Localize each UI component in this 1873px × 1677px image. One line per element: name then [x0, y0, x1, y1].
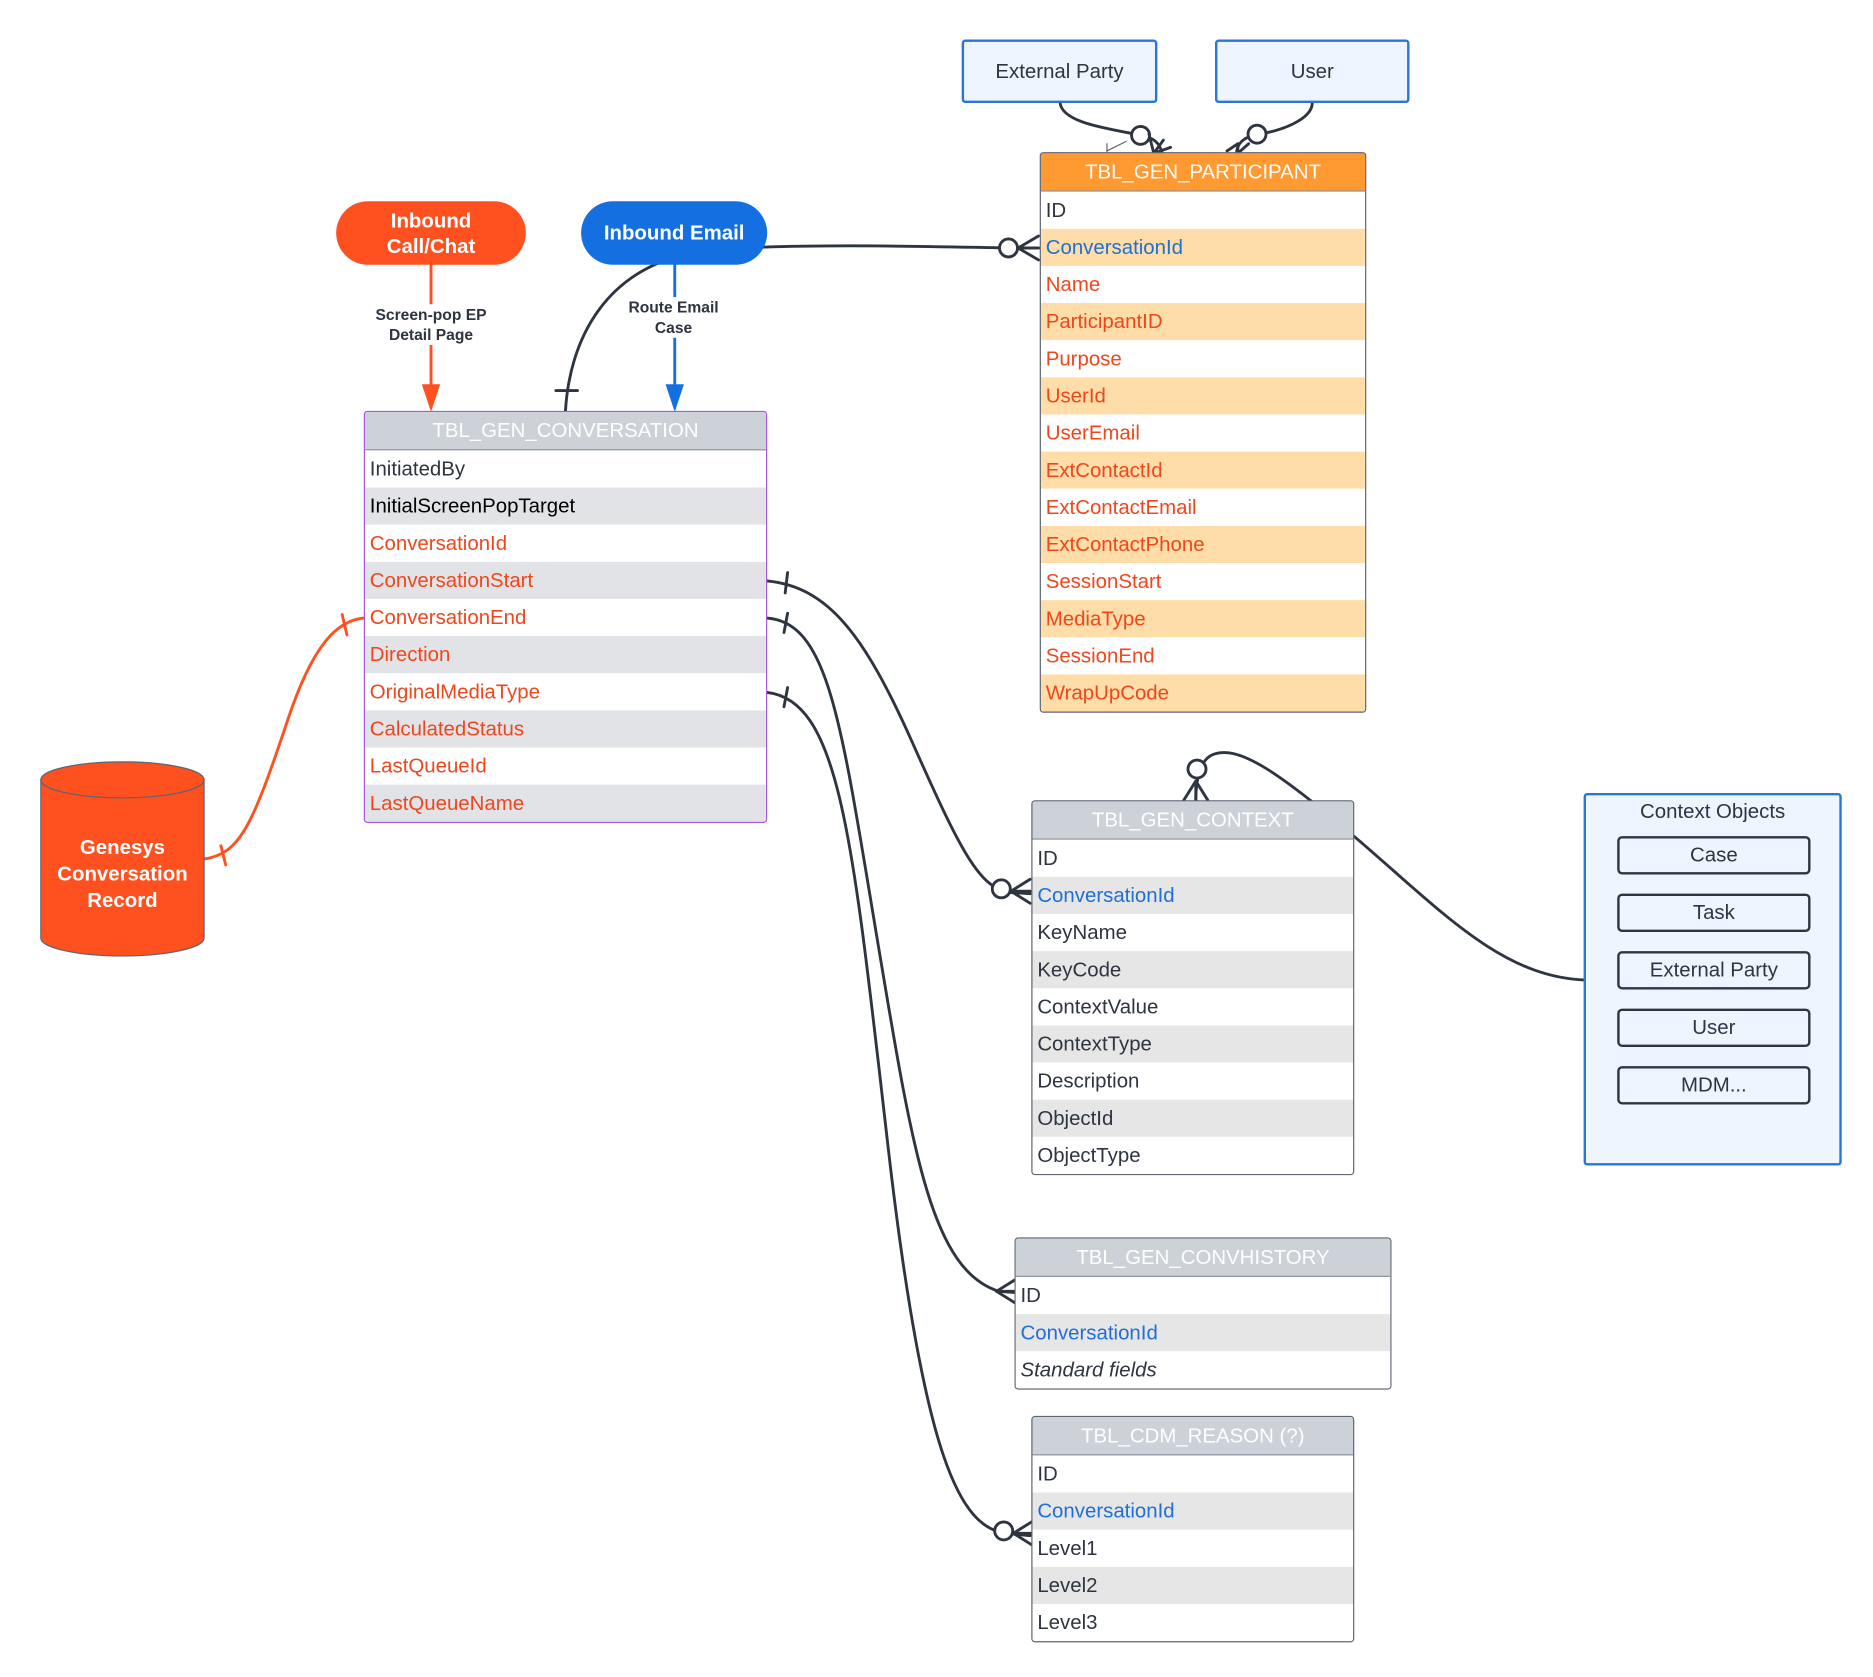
link-genesys-conversation-one-b — [340, 613, 349, 637]
genesys-cylinder — [40, 761, 205, 957]
inbound-email-label: Inbound Email — [603, 221, 745, 245]
link-inbound-email-conversation-arrow — [665, 384, 684, 412]
context-object-user[interactable]: User — [1617, 1008, 1811, 1047]
context-field-row: ConversationId — [1032, 876, 1354, 914]
link-conversation-convhistory-one — [782, 611, 790, 634]
reason-table-title: TBL_CDM_REASON (?) — [1032, 1417, 1354, 1456]
screen-pop-label: Screen-pop EP Detail Page — [363, 304, 499, 345]
conversation-field-row: InitialScreenPopTarget — [364, 487, 766, 525]
context-field-row: KeyCode — [1032, 951, 1354, 989]
convhistory-table-title: TBL_GEN_CONVHISTORY — [1015, 1238, 1391, 1277]
conversation-field-row: LastQueueId — [364, 747, 766, 785]
convhistory-field-row: ID — [1015, 1276, 1391, 1315]
inbound-email-pill[interactable]: Inbound Email — [581, 201, 768, 265]
participant-field-row: SessionEnd — [1040, 637, 1366, 675]
context-field-row: ObjectId — [1032, 1099, 1354, 1137]
link-external-party-participant-zero — [1130, 124, 1152, 146]
participant-field-row: Name — [1040, 265, 1366, 304]
link-conversation-convhistory-crow — [995, 1277, 1018, 1305]
convhistory-field-row: Standard fields — [1015, 1351, 1391, 1389]
reason-field-row: ID — [1032, 1455, 1354, 1493]
context-object-task[interactable]: Task — [1617, 893, 1811, 932]
context-objects-title: Context Objects — [1640, 800, 1786, 823]
genesys-record-label: Genesys Conversation Record — [57, 836, 188, 912]
conversation-field-row: OriginalMediaType — [364, 673, 766, 711]
external-party-box[interactable]: External Party — [961, 39, 1158, 104]
user-label: User — [1290, 59, 1334, 83]
participant-field-row: Purpose — [1040, 340, 1366, 378]
link-conversation-reason-crow — [1011, 1519, 1034, 1547]
conversation-field-row: CalculatedStatus — [364, 710, 766, 748]
participant-field-row: ExtContactId — [1040, 451, 1366, 489]
reason-field-row: Level2 — [1032, 1566, 1354, 1604]
reason-field-row: Level3 — [1032, 1603, 1354, 1642]
genesys-cylinder-top — [40, 761, 205, 799]
screen-pop-text: Screen-pop EP Detail Page — [375, 305, 487, 344]
reason-field-row: ConversationId — [1032, 1492, 1354, 1530]
link-genesys-conversation-one-a — [219, 844, 228, 867]
participant-field-row: ExtContactEmail — [1040, 488, 1366, 526]
context-field-row: ID — [1032, 839, 1354, 877]
link-conversation-reason-zero — [993, 1520, 1015, 1542]
participant-field-row: WrapUpCode — [1040, 674, 1366, 712]
participant-field-row: ParticipantID — [1040, 303, 1366, 341]
link-conversation-participant-zero — [998, 237, 1019, 259]
participant-field-row: ID — [1040, 191, 1366, 229]
genesys-cylinder-body — [40, 779, 205, 957]
link-conversation-reason-one — [782, 686, 790, 709]
conversation-field-row: ConversationEnd — [364, 598, 766, 637]
reason-field-row: Level1 — [1032, 1529, 1354, 1567]
convhistory-field-row: ConversationId — [1015, 1314, 1391, 1352]
link-inbound-call-conversation-arrow — [421, 384, 441, 412]
link-conversation-reason — [765, 690, 1032, 1538]
route-email-label: Route Email Case — [621, 297, 726, 338]
participant-table-title: TBL_GEN_PARTICIPANT — [1040, 153, 1366, 192]
link-conversation-context — [765, 579, 1032, 896]
context-field-row: ContextType — [1032, 1025, 1354, 1063]
link-user-participant-crow — [1225, 142, 1251, 155]
conversation-field-row: ConversationId — [364, 524, 766, 562]
participant-field-row: ConversationId — [1040, 228, 1366, 266]
participant-field-row: UserId — [1040, 377, 1366, 415]
context-object-external-party[interactable]: External Party — [1617, 951, 1811, 990]
context-field-row: KeyName — [1032, 913, 1354, 952]
context-field-row: ContextValue — [1032, 988, 1354, 1026]
inbound-call-chat-label: Inbound Call/Chat — [386, 209, 476, 257]
external-party-label: External Party — [995, 59, 1124, 83]
link-conversation-context-zero — [990, 878, 1012, 900]
user-box[interactable]: User — [1215, 39, 1410, 104]
link-conversation-participant-crow — [1016, 234, 1040, 262]
context-field-row: ObjectType — [1032, 1136, 1354, 1174]
link-conversation-context-one — [783, 571, 790, 595]
conversation-table-title: TBL_GEN_CONVERSATION — [364, 412, 766, 451]
context-field-row: Description — [1032, 1062, 1354, 1100]
link-conversation-context-crow — [1009, 877, 1032, 905]
conversation-field-row: LastQueueName — [364, 784, 766, 822]
inbound-call-chat-pill[interactable]: Inbound Call/Chat — [336, 201, 526, 265]
link-user-participant-zero — [1246, 123, 1268, 145]
link-context-objects-context-zero — [1186, 758, 1208, 780]
link-genesys-conversation — [203, 616, 366, 861]
participant-field-row: UserEmail — [1040, 414, 1366, 452]
link-context-objects-context-crow — [1182, 779, 1210, 802]
link-external-party-participant-crow — [1147, 132, 1173, 155]
context-objects-panel: Context Objects Case Task External Party… — [1583, 793, 1842, 1166]
link-conversation-convhistory — [765, 616, 1018, 1294]
participant-field-row: ExtContactPhone — [1040, 525, 1366, 564]
route-email-text: Route Email Case — [628, 298, 719, 337]
context-table-title: TBL_GEN_CONTEXT — [1032, 801, 1354, 840]
conversation-field-row: Direction — [364, 636, 766, 674]
participant-field-row: MediaType — [1040, 600, 1366, 638]
conversation-field-row: ConversationStart — [364, 561, 766, 599]
context-object-case[interactable]: Case — [1617, 836, 1811, 875]
participant-field-row: SessionStart — [1040, 563, 1366, 601]
context-object-mdm[interactable]: MDM... — [1617, 1066, 1811, 1105]
conversation-field-row: InitiatedBy — [364, 450, 766, 488]
